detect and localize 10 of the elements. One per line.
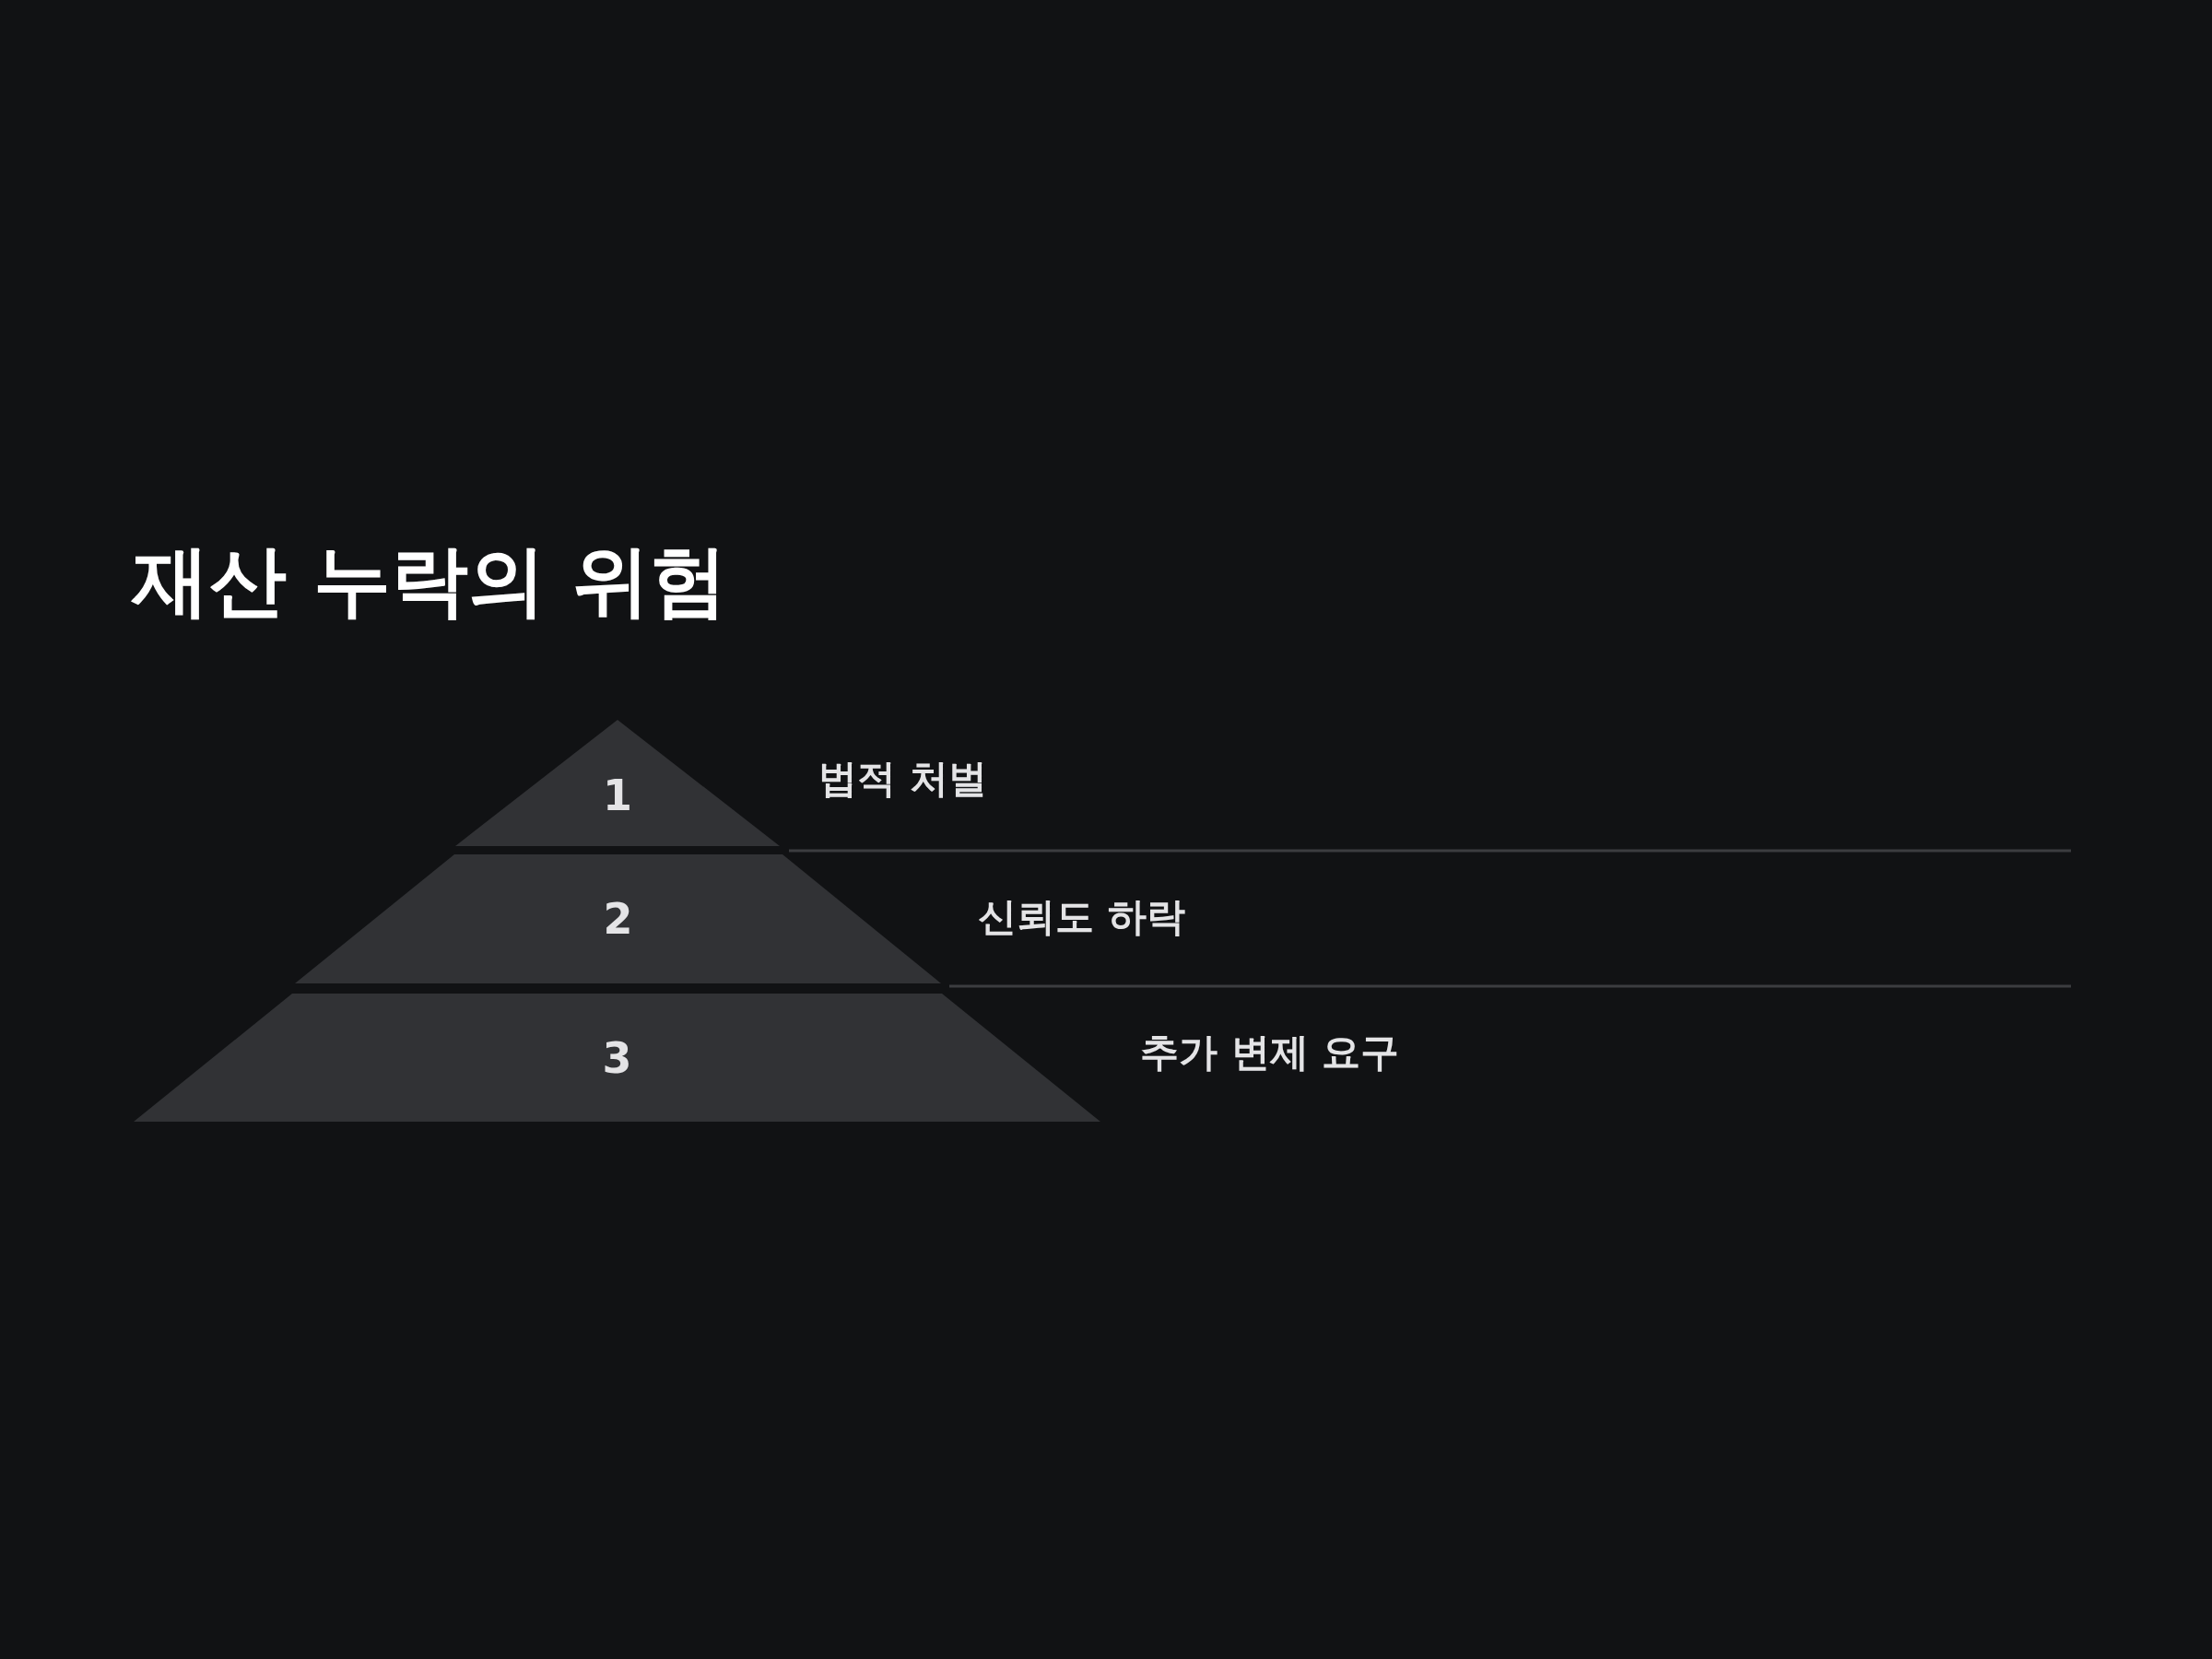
title: 재산 누락의 위험 (132, 535, 728, 628)
tier-number: 2 (603, 894, 633, 944)
tier-label: 추가 변제 요구 (1140, 1029, 1400, 1077)
tier-label: 신뢰도 하락 (978, 893, 1185, 941)
tier-number: 1 (603, 771, 632, 821)
tier-label: 법적 처벌 (818, 755, 987, 803)
pyramid-tier (134, 994, 1100, 1122)
tier-number: 3 (602, 1032, 632, 1083)
pyramid-tier (295, 854, 941, 983)
pyramid-tier (455, 720, 780, 846)
